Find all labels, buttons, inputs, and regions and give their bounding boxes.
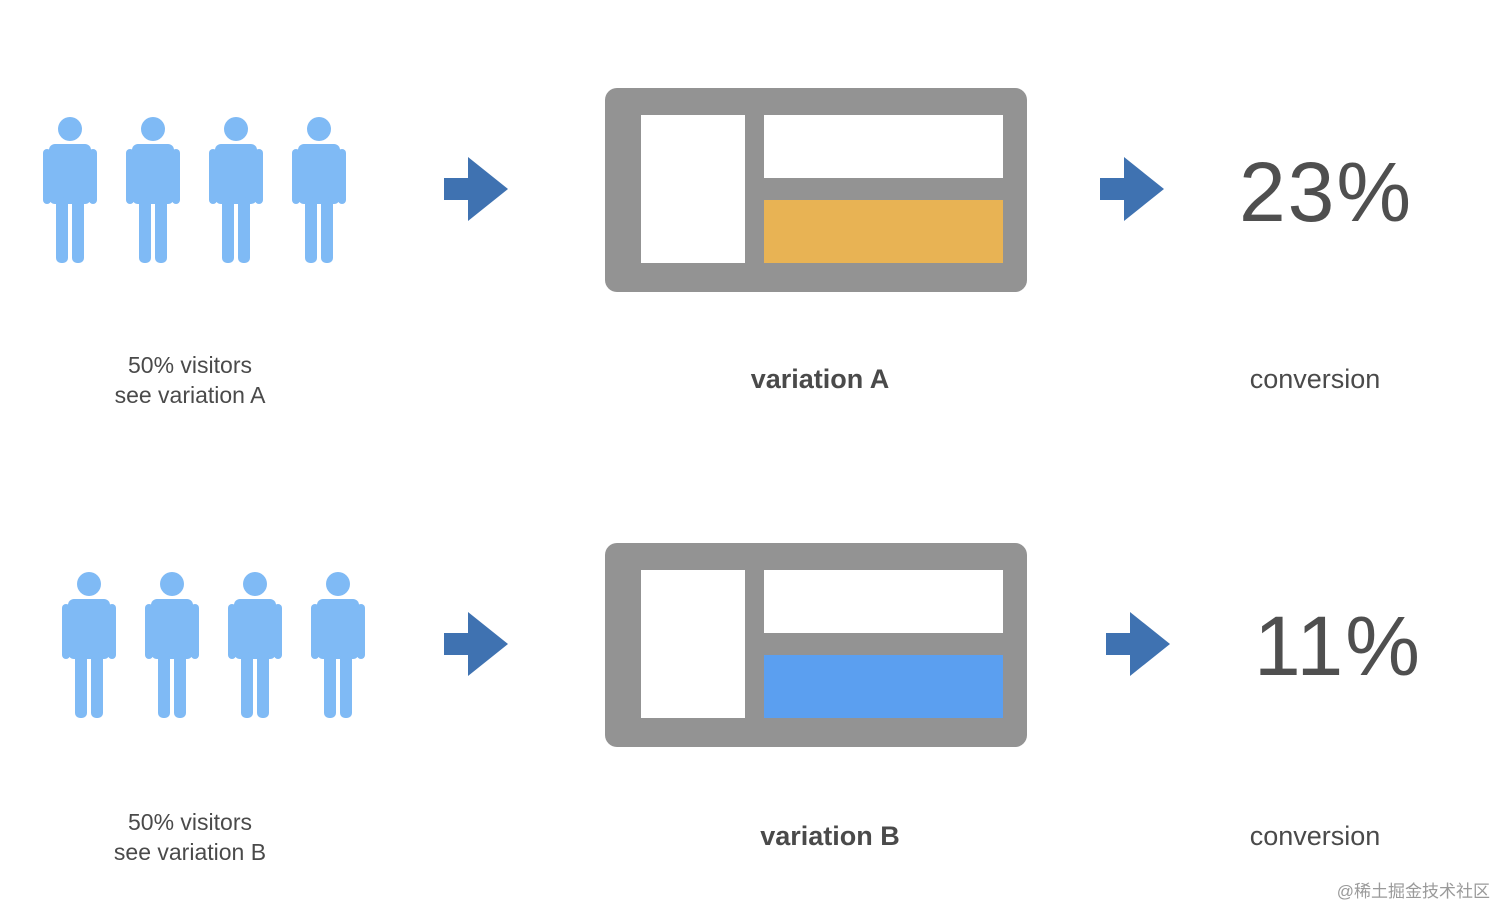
row-variation-b: 50% visitors see variation B variation B… xyxy=(62,543,1420,865)
visitor-group-b xyxy=(62,572,365,718)
variation-a-label: variation A xyxy=(750,364,890,394)
person-icon xyxy=(62,572,116,718)
mockup-sidebar-pane xyxy=(641,115,745,263)
conversion-rate-b: 11% xyxy=(1254,599,1422,693)
person-icon xyxy=(209,117,263,263)
person-icon xyxy=(43,117,97,263)
watermark: @稀土掘金技术社区 xyxy=(1336,882,1490,901)
visitors-variation-text: see variation A xyxy=(114,382,266,408)
visitors-caption-b: 50% visitors see variation B xyxy=(60,807,320,867)
person-icon xyxy=(292,117,346,263)
mockup-variant-block xyxy=(764,200,1003,263)
visitors-variation-text: see variation B xyxy=(113,839,267,865)
mockup-sidebar-pane xyxy=(641,570,745,718)
person-icon xyxy=(145,572,199,718)
right-arrow-icon xyxy=(1106,612,1170,676)
person-icon xyxy=(228,572,282,718)
conversion-label-a: conversion xyxy=(1249,364,1381,394)
right-arrow-icon xyxy=(1100,157,1164,221)
mockup-variant-block xyxy=(764,655,1003,718)
right-arrow-icon xyxy=(444,612,508,676)
conversion-label-b: conversion xyxy=(1249,821,1381,851)
person-icon xyxy=(311,572,365,718)
mockup-header-pane xyxy=(764,115,1003,178)
visitors-share-text: 50% visitors xyxy=(128,352,252,378)
right-arrow-icon xyxy=(444,157,508,221)
conversion-rate-a: 23% xyxy=(1238,145,1414,239)
variation-a-mockup xyxy=(605,88,1027,292)
person-icon xyxy=(126,117,180,263)
visitor-group-a xyxy=(43,117,346,263)
visitors-caption-a: 50% visitors see variation A xyxy=(60,350,320,410)
visitors-share-text: 50% visitors xyxy=(128,809,252,835)
mockup-header-pane xyxy=(764,570,1003,633)
variation-b-mockup xyxy=(605,543,1027,747)
row-variation-a: 50% visitors see variation A variation A… xyxy=(43,88,1414,410)
variation-b-label: variation B xyxy=(760,821,900,851)
